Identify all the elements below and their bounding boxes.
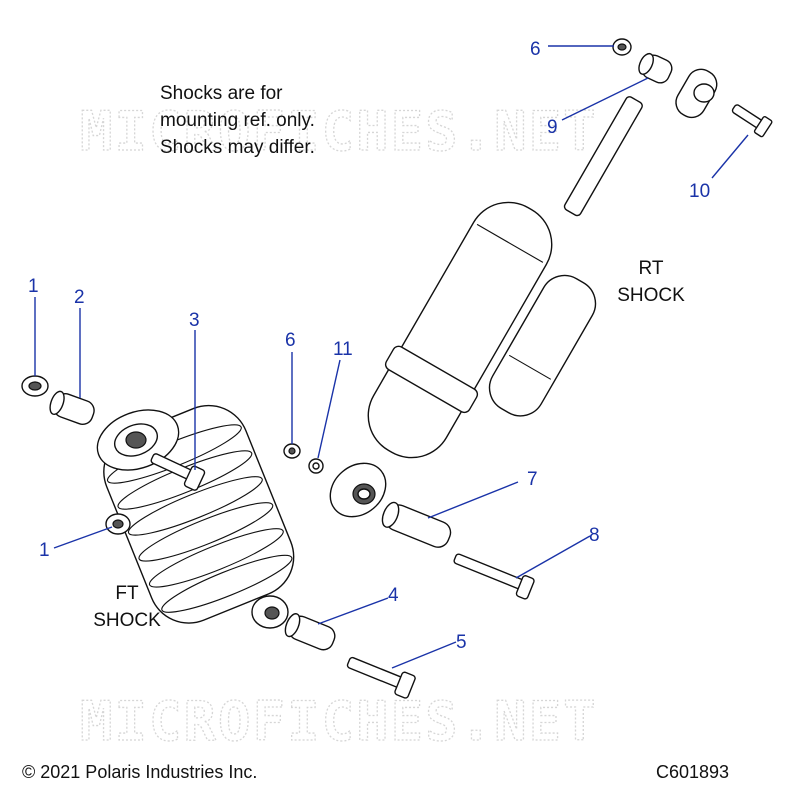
note-line: Shocks may differ.: [160, 137, 315, 158]
ft-label-line: FT: [115, 583, 139, 604]
bolt-3: [150, 453, 206, 491]
callout-7: 7: [527, 469, 538, 490]
bushing-4: [284, 613, 336, 651]
bushing-7: [381, 501, 452, 548]
callout-11: 11: [333, 339, 353, 360]
rt-shock: [329, 68, 718, 518]
washer-11: [308, 458, 324, 474]
mounting-note: Shocks are for mounting ref. only. Shock…: [160, 80, 400, 161]
rt-shock-label: RT SHOCK: [604, 255, 698, 309]
note-line: mounting ref. only.: [160, 110, 315, 131]
note-line: Shocks are for: [160, 83, 283, 104]
callout-10: 10: [689, 181, 710, 202]
callout-5: 5: [456, 632, 467, 653]
bushing-9: [638, 52, 673, 84]
callout-3: 3: [189, 310, 200, 331]
callout-6-middle: 6: [285, 330, 296, 351]
callout-2: 2: [74, 287, 85, 308]
callout-numbers: 6 9 10 1 2 3 6 11 7 8 1 4 5: [28, 39, 710, 653]
bolt-8: [453, 553, 535, 600]
callout-9: 9: [547, 117, 558, 138]
bolt-5: [346, 656, 416, 699]
callout-8: 8: [589, 525, 600, 546]
rt-label-line: RT: [638, 258, 664, 279]
callout-6-top: 6: [530, 39, 541, 60]
rt-label-line: SHOCK: [617, 285, 685, 306]
nut-6-middle: [283, 443, 301, 459]
bolt-10: [731, 104, 773, 138]
nut-1-left: [21, 375, 49, 397]
watermark-top: MICROFICHES.NET: [80, 100, 598, 163]
bushing-2: [49, 390, 95, 425]
callout-1-top: 1: [28, 276, 39, 297]
nut-6-top: [612, 38, 632, 56]
diagram-code: C601893: [656, 762, 730, 782]
leader-lines: [34, 45, 749, 669]
ft-shock-label: FT SHOCK: [80, 580, 174, 634]
callout-4: 4: [388, 585, 399, 606]
watermark-bottom: MICROFICHES.NET: [80, 690, 598, 753]
callout-1-lower: 1: [39, 540, 50, 561]
nut-1-lower: [105, 513, 131, 535]
ft-label-line: SHOCK: [93, 610, 161, 631]
copyright: © 2021 Polaris Industries Inc.: [22, 762, 258, 782]
